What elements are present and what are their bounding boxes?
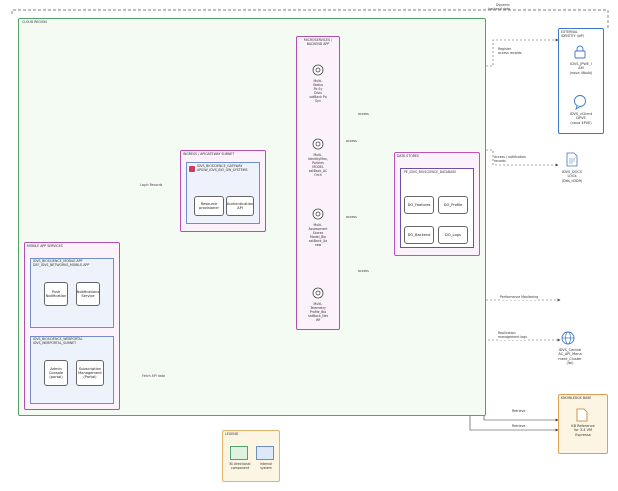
gear-icon: [312, 138, 324, 150]
gear-icon: [312, 64, 324, 76]
data-stores-title: DATA STORES: [397, 154, 419, 158]
notifications-service-node[interactable]: Notifications Service: [76, 282, 100, 306]
gateway-icon: [189, 166, 195, 172]
edge-label-access-c: access: [346, 215, 357, 219]
edge-register-iam: [326, 38, 559, 67]
web-portal-subgroup-title: IDVS_BIOSCIENCE_WEBPORTAL IDVS_WEBPORTAL…: [33, 337, 83, 345]
mobile-services-title: MOBILE APP SERVICES: [27, 244, 63, 248]
gear-icon: [312, 287, 324, 299]
db-profile[interactable]: DO_Profile: [438, 196, 468, 214]
edge-label-access-a: access: [358, 112, 369, 116]
document-icon: [566, 152, 578, 167]
microservices-group: [296, 36, 340, 330]
edge-label-retrieve-a: Retrieve: [512, 409, 526, 414]
push-notification-node[interactable]: Push Notification: [44, 282, 68, 306]
mobile-app-subgroup: [30, 258, 114, 328]
subscription-management-node[interactable]: Subscription Management (Portal): [76, 360, 104, 386]
kb-label: KB Reference for 3.4 VM Espresso: [571, 424, 595, 437]
chat-bubble-icon: [574, 95, 586, 110]
legend-swatch-green: [230, 446, 248, 460]
dashed-loop-top: [11, 9, 609, 28]
docs-label: IDVS_DOCS LOGs (Dds_d3D9): [561, 170, 583, 183]
top-right-note: Dynamic backend data: [488, 3, 510, 11]
knowledge-base-group: [558, 394, 608, 454]
edge-label-replication: Replication management logs: [498, 331, 527, 340]
knowledge-base-title: KNOWLEDGE BASE: [561, 396, 592, 400]
edge-label-perf: Performance Monitoring: [500, 295, 539, 300]
legend-swatch-blue: [256, 446, 274, 460]
edge-label-access-d: access: [358, 269, 369, 273]
edge-label-login: Login Records: [140, 183, 163, 188]
viewer-label: IDVS_vClient DPVE (nova 4PVE): [569, 112, 593, 125]
legend-title: LEGEND: [225, 432, 239, 436]
globe-icon: [561, 331, 575, 345]
central-ac-label: IDVS_Central AC_API_Mona ment_Cluster (l…: [558, 348, 582, 365]
authentication-api-node[interactable]: Authentication API: [226, 196, 254, 216]
edge-label-register: Register access records: [498, 47, 522, 56]
service-identity-label: Multi- IdentityMon, Policies MODEL satBa…: [308, 153, 328, 177]
cloud-region-title: CLOUD REGION: [22, 20, 47, 24]
iam-label: IDVS_JPWE_I AM (nova 4NoAI): [569, 62, 593, 75]
db-backend[interactable]: DO_Backend: [404, 226, 434, 244]
gear-icon: [312, 208, 324, 220]
db-features[interactable]: DO_Features: [404, 196, 434, 214]
gateway-header: IDVS_BIOSCIENCE_GATEWAY APIGW_IDVS_BIO_G…: [197, 164, 248, 172]
edge-label-retrieve-b: Retrieve: [512, 424, 526, 429]
microservices-title: MICROSERVICES / BACKEND APP: [303, 38, 333, 46]
resource-provisioner-node[interactable]: Resource provisioner: [194, 196, 224, 216]
admin-console-node[interactable]: Admin Console (portal): [44, 360, 68, 386]
database-title: PE_IDVS_BIOSCIENCE_DATABASE: [404, 170, 457, 174]
edge-label-fetch: Fetch API data: [142, 374, 165, 379]
service-telemetry-label: Multi- Telemetry Profile_Bio satBack_Net…: [308, 302, 328, 322]
service-status-label: Multi- Status Po Sy Divis satBack Po Syn: [309, 79, 327, 103]
edge-label-alerts: Access / notification records: [494, 155, 526, 164]
service-assessment-label: Multi- Assessment Scores Model_Bio satBa…: [308, 223, 328, 247]
legend-item-a-label: Bi-directional component: [229, 462, 251, 470]
edge-label-access-b: access: [346, 139, 357, 143]
mobile-app-subgroup-title: IDVS_BIOSCIENCE_MOBILE-APP DEF_IDVS_NETW…: [33, 259, 90, 267]
lock-icon: [574, 45, 586, 59]
legend-item-b-label: Internal system: [259, 462, 273, 470]
gateway-subnet-title: INGRESS / APIGATEWAY SUBNET: [183, 152, 235, 156]
external-identity-title: EXTERNAL IDENTITY (IdP): [561, 30, 584, 38]
kb-document-icon: [576, 408, 588, 422]
db-logs[interactable]: DO_Logs: [438, 226, 468, 244]
